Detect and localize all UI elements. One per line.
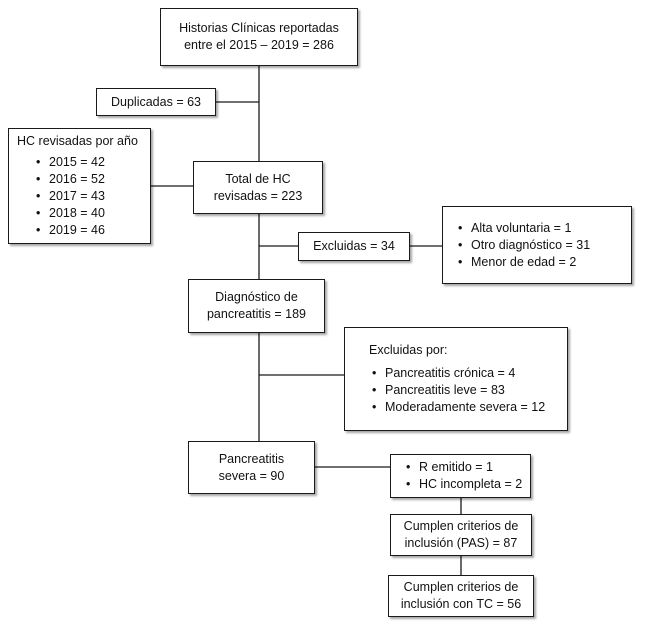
excluidas-por-box: Excluidas por: Pancreatitis crónica = 4 … [344,327,568,431]
excluidas-34-detail-list: Alta voluntaria = 1 Otro diagnóstico = 3… [455,220,631,271]
criterios-tc-box: Cumplen criterios de inclusión con TC = … [388,575,534,617]
list-item: 2017 = 43 [33,188,150,205]
list-item: 2015 = 42 [33,154,150,171]
list-item: 2016 = 52 [33,171,150,188]
list-item: Pancreatitis leve = 83 [369,382,567,399]
excluidas-34-label: Excluidas = 34 [313,239,395,253]
r-emitido-box: R emitido = 1 HC incompleta = 2 [390,454,531,498]
list-item: Alta voluntaria = 1 [455,220,631,237]
historias-line-2: entre el 2015 – 2019 = 286 [184,38,334,52]
excluidas-por-list: Pancreatitis crónica = 4 Pancreatitis le… [369,365,567,416]
historias-clinicas-box: Historias Clínicas reportadas entre el 2… [160,8,358,66]
pas-line-2: inclusión (PAS) = 87 [404,536,518,550]
tc-line-2: inclusión con TC = 56 [400,597,522,611]
hc-por-anio-heading: HC revisadas por año [17,134,138,148]
historias-line-1: Historias Clínicas reportadas [179,21,339,35]
excluidas-34-box: Excluidas = 34 [298,232,410,261]
excluidas-34-detail-box: Alta voluntaria = 1 Otro diagnóstico = 3… [442,206,632,284]
duplicadas-box: Duplicadas = 63 [96,88,216,116]
pancreatitis-severa-box: Pancreatitis severa = 90 [188,441,315,494]
hc-revisadas-por-anio-box: HC revisadas por año 2015 = 42 2016 = 52… [8,128,151,244]
diagnostico-line-1: Diagnóstico de [215,290,298,304]
excluidas-por-heading: Excluidas por: [369,343,448,357]
list-item: R emitido = 1 [403,459,530,476]
list-item: Menor de edad = 2 [455,254,631,271]
r-emitido-list: R emitido = 1 HC incompleta = 2 [403,459,530,493]
severa-line-1: Pancreatitis [218,451,285,466]
duplicadas-label: Duplicadas = 63 [111,94,201,109]
total-hc-line-2: revisadas = 223 [213,188,303,203]
hc-por-anio-list: 2015 = 42 2016 = 52 2017 = 43 2018 = 40 … [17,154,150,239]
list-item: Pancreatitis crónica = 4 [369,365,567,382]
total-hc-revisadas-box: Total de HC revisadas = 223 [193,161,323,214]
severa-line-2: severa = 90 [218,468,285,483]
list-item: Moderadamente severa = 12 [369,399,567,416]
total-hc-line-1: Total de HC [225,171,291,186]
tc-line-1: Cumplen criterios de [403,580,519,594]
list-item: Otro diagnóstico = 31 [455,237,631,254]
criterios-pas-box: Cumplen criterios de inclusión (PAS) = 8… [390,514,532,556]
diagnostico-pancreatitis-box: Diagnóstico de pancreatitis = 189 [188,279,325,333]
pas-line-1: Cumplen criterios de [403,519,519,533]
diagnostico-line-2: pancreatitis = 189 [206,307,307,321]
list-item: 2018 = 40 [33,205,150,222]
list-item: HC incompleta = 2 [403,476,530,493]
list-item: 2019 = 46 [33,222,150,239]
